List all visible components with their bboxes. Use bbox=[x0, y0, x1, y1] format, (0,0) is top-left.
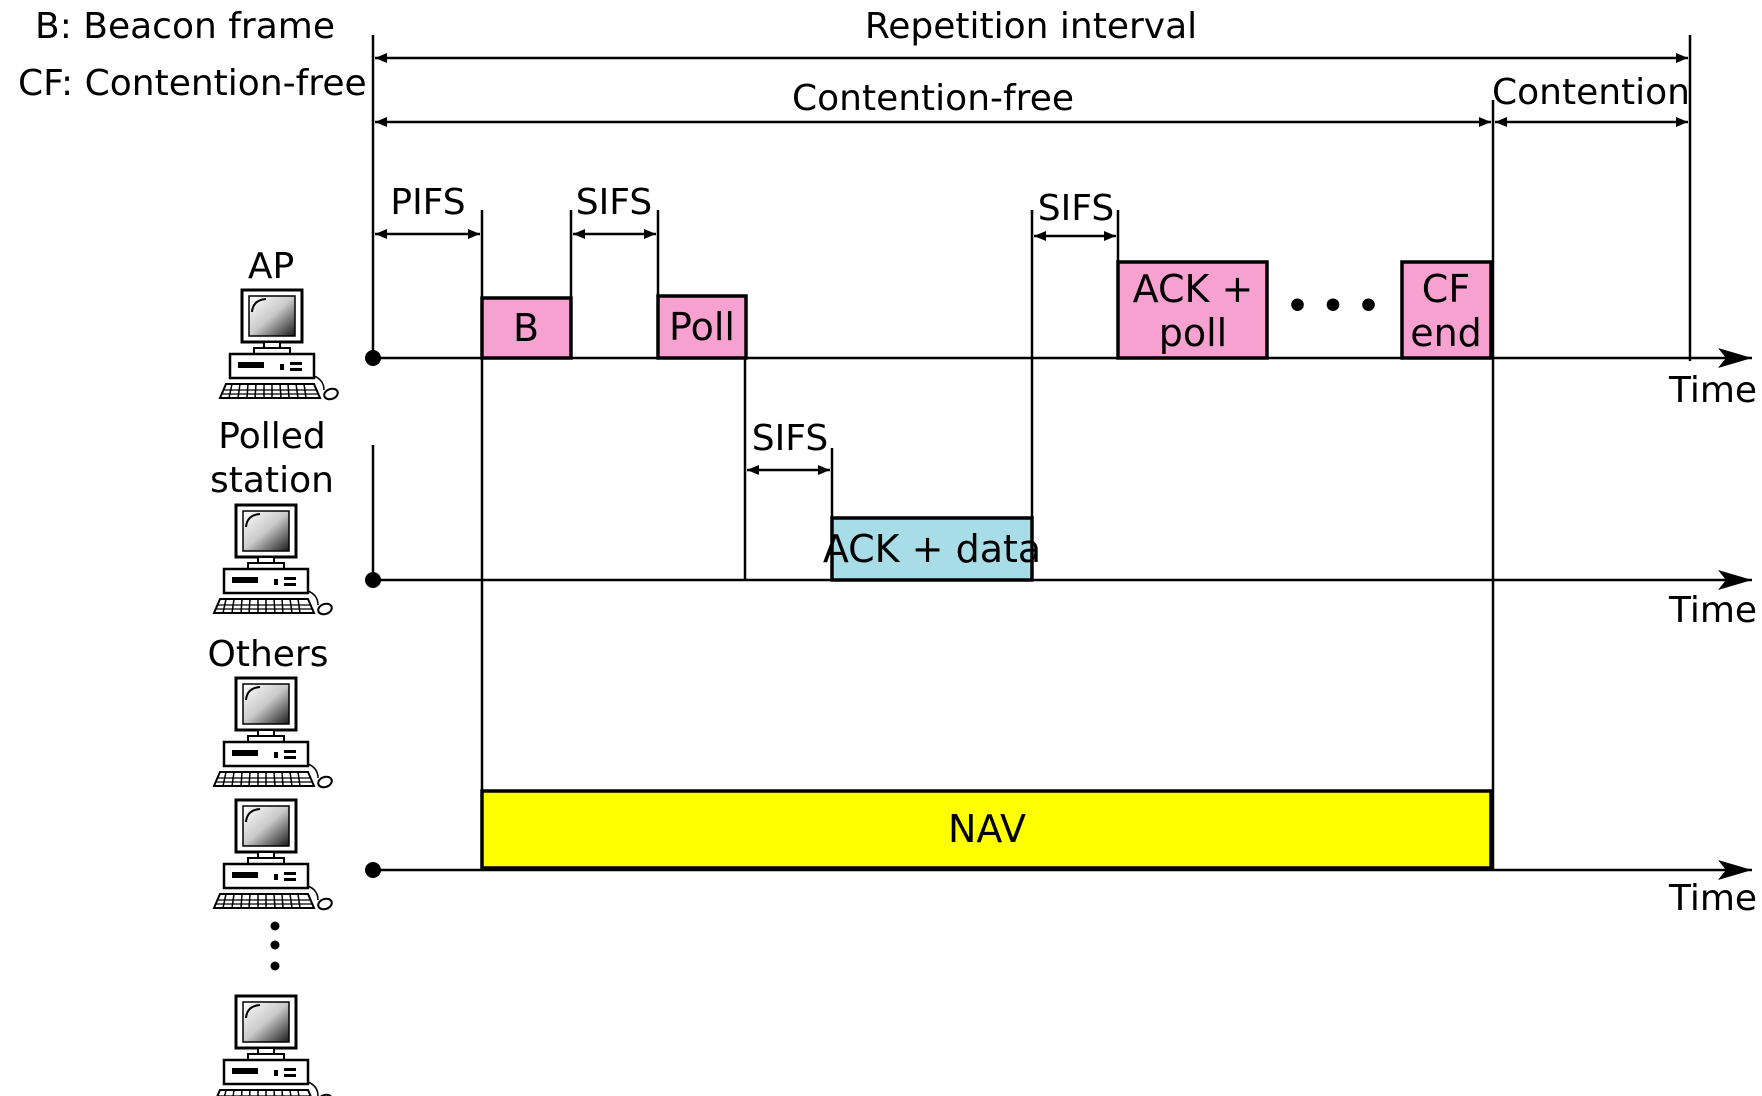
nav-bar-box bbox=[480, 789, 1493, 870]
beacon-frame-box bbox=[480, 296, 573, 360]
poll-frame: Poll bbox=[656, 294, 748, 360]
polled-station-label-line2: station bbox=[210, 460, 334, 501]
ack-data-label: ACK + data bbox=[823, 527, 1041, 571]
contention-interval-arrow: Contention bbox=[1492, 72, 1690, 127]
contention-free-label: Contention-free bbox=[792, 78, 1074, 119]
sifs-label: SIFS bbox=[1038, 188, 1114, 229]
computer-icon bbox=[212, 676, 335, 791]
pifs-label: PIFS bbox=[390, 182, 465, 223]
sifs-label: SIFS bbox=[576, 182, 652, 223]
computer-icon bbox=[212, 994, 335, 1096]
legend-contention-free: CF: Contention-free bbox=[18, 63, 367, 104]
cf-end-label-line2: end bbox=[1410, 311, 1482, 355]
ack-data-frame: ACK + data bbox=[823, 516, 1041, 582]
sifs-gap-before-ack-poll: SIFS bbox=[1030, 188, 1120, 580]
contention-label: Contention bbox=[1492, 72, 1690, 113]
poll-frame-box bbox=[656, 294, 748, 360]
cf-end-label-line1: CF bbox=[1422, 267, 1470, 311]
more-frames-ellipsis: • • • bbox=[1286, 286, 1380, 327]
time-axis-label: Time bbox=[1668, 878, 1757, 919]
contention-free-interval-arrow: Contention-free bbox=[375, 78, 1491, 127]
computer-icon bbox=[212, 798, 335, 913]
polled-station-label-line1: Polled bbox=[218, 416, 325, 457]
pifs-gap: PIFS bbox=[375, 182, 484, 870]
ack-poll-label-line2: poll bbox=[1159, 311, 1228, 355]
legend-beacon-frame: B: Beacon frame bbox=[35, 6, 335, 47]
time-axis-label: Time bbox=[1668, 370, 1757, 411]
computer-icon bbox=[218, 288, 341, 403]
poll-frame-label: Poll bbox=[669, 305, 735, 349]
repetition-interval-label: Repetition interval bbox=[865, 6, 1197, 47]
ap-label: AP bbox=[248, 246, 294, 287]
others-timeline: Time bbox=[365, 860, 1757, 919]
beacon-frame-label: B bbox=[513, 306, 539, 350]
nav-label: NAV bbox=[948, 807, 1026, 851]
polled-station-timeline: Time bbox=[365, 445, 1757, 631]
ap-timeline: Time bbox=[365, 348, 1757, 411]
ack-data-frame-box bbox=[830, 516, 1034, 582]
sifs-label: SIFS bbox=[752, 418, 828, 459]
ack-poll-frame-box bbox=[1116, 260, 1269, 360]
cf-end-frame: CF end bbox=[1400, 260, 1493, 360]
beacon-frame: B bbox=[480, 296, 573, 360]
others-label: Others bbox=[208, 634, 329, 675]
repetition-interval-arrow: Repetition interval bbox=[375, 6, 1688, 63]
sifs-gap-before-ack-data: SIFS bbox=[743, 358, 834, 580]
more-stations-ellipsis-icon bbox=[270, 921, 280, 971]
cf-end-frame-box bbox=[1400, 260, 1493, 360]
ack-poll-frame: ACK + poll bbox=[1116, 260, 1269, 360]
sifs-gap-after-beacon: SIFS bbox=[569, 182, 660, 298]
nav-bar: NAV bbox=[480, 789, 1493, 870]
ack-poll-label-line1: ACK + bbox=[1133, 267, 1254, 311]
time-axis-label: Time bbox=[1668, 590, 1757, 631]
computer-icon bbox=[212, 503, 335, 618]
